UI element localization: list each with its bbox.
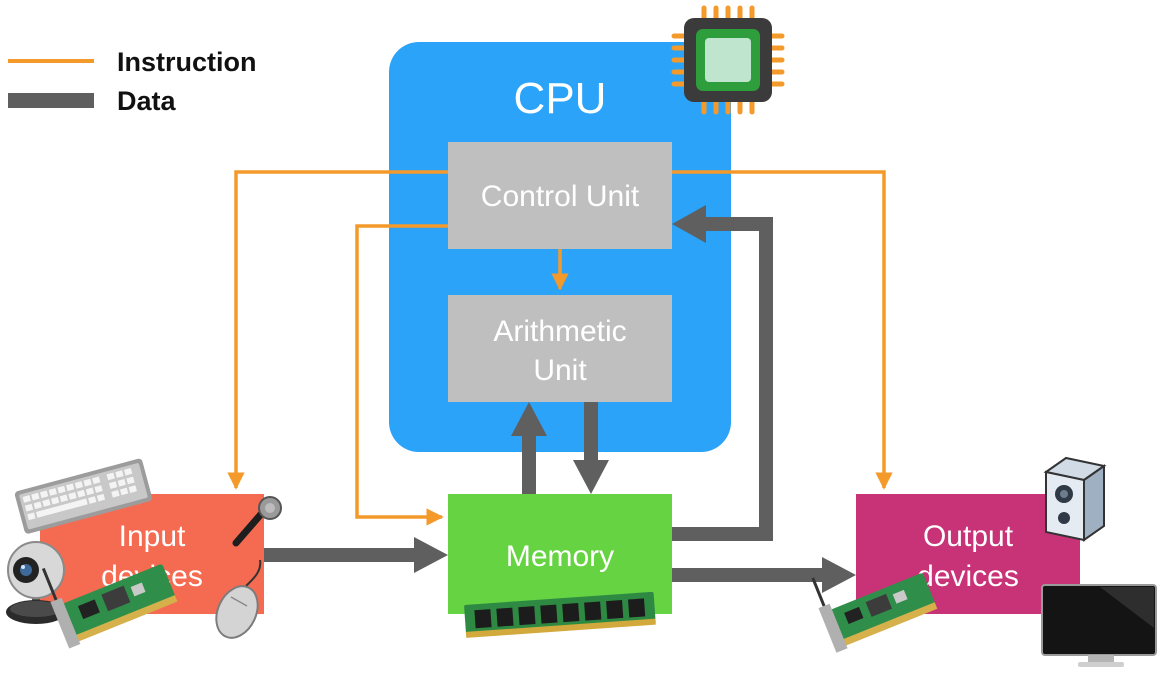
keyboard-icon — [14, 458, 152, 534]
output-devices-label-line2: devices — [917, 560, 1019, 593]
output-devices-label-line1: Output — [923, 520, 1014, 553]
data-arrow-memory-to-arithmetic — [511, 402, 547, 494]
legend-data-line — [8, 93, 94, 108]
legend-data-label: Data — [117, 86, 177, 116]
network-card-icon-output — [811, 573, 938, 653]
memory-label: Memory — [506, 540, 614, 573]
control-unit-box — [448, 142, 672, 249]
mouse-icon — [215, 559, 262, 639]
data-arrows — [264, 205, 856, 593]
legend-instruction-label: Instruction — [117, 47, 257, 77]
control-unit-label: Control Unit — [481, 180, 640, 213]
chip-icon — [671, 5, 785, 115]
instruction-arrow-to-memory — [355, 224, 448, 526]
ram-stick-icon — [464, 591, 656, 638]
speaker-icon — [1043, 456, 1107, 542]
network-card-icon — [41, 564, 178, 649]
monitor-icon — [1041, 584, 1157, 667]
arithmetic-unit-label-line2: Unit — [533, 354, 587, 387]
data-arrow-arithmetic-to-memory — [573, 402, 609, 494]
instruction-arrow-to-output — [672, 170, 893, 490]
data-arrow-memory-to-control — [672, 205, 773, 541]
microphone-icon — [232, 496, 282, 547]
input-devices-label-line1: Input — [119, 520, 186, 553]
data-arrow-input-to-memory — [264, 537, 448, 573]
instruction-arrows — [227, 170, 893, 526]
instruction-arrow-to-input — [227, 170, 448, 490]
arithmetic-unit-box — [448, 295, 672, 402]
legend: Instruction Data — [8, 47, 257, 116]
cpu-title: CPU — [514, 74, 607, 123]
arithmetic-unit-label-line1: Arithmetic — [493, 315, 626, 348]
data-arrow-memory-to-output — [672, 557, 856, 593]
